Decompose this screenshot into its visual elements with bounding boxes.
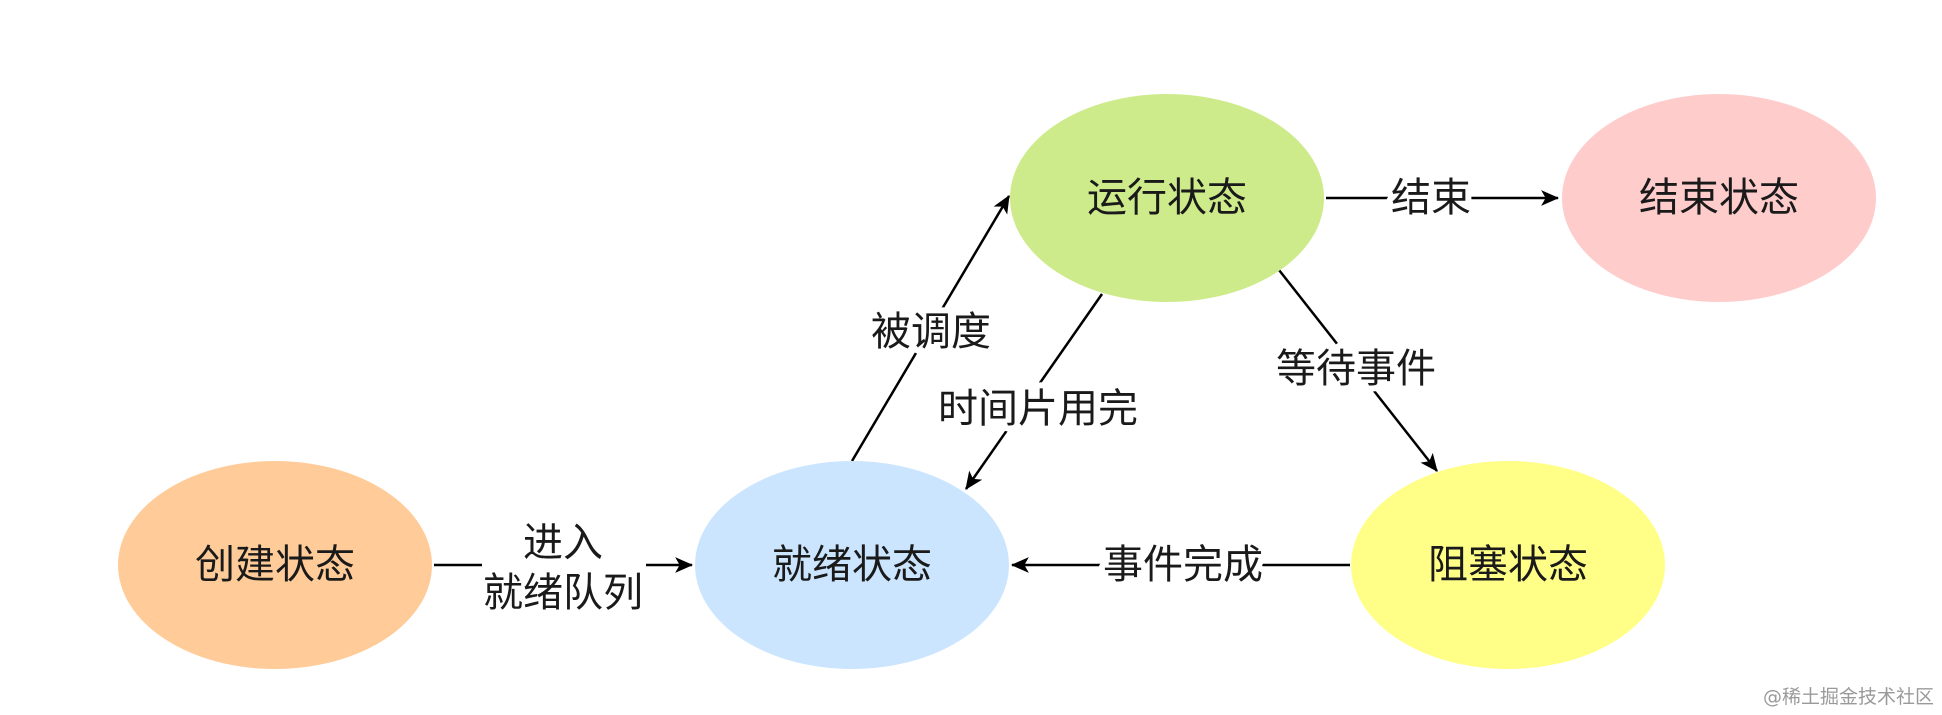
node-created-label: 创建状态: [195, 542, 355, 588]
node-running-shape: [1010, 94, 1324, 302]
node-terminated-label: 结束状态: [1639, 175, 1799, 221]
node-terminated-shape: [1562, 94, 1876, 302]
edge-created-to-ready-label-line2: 就绪队列: [483, 570, 643, 616]
watermark: @稀土掘金技术社区: [1763, 686, 1934, 708]
node-blocked: 阻塞状态: [1351, 461, 1665, 669]
edge-ready-to-running-label: 被调度: [871, 309, 991, 355]
edge-running-to-terminated-label: 结束: [1391, 175, 1471, 221]
edge-ready-to-running: [850, 195, 1011, 462]
edge-running-to-blocked-label: 等待事件: [1276, 346, 1436, 392]
node-running-label: 运行状态: [1087, 175, 1247, 221]
node-terminated: 结束状态: [1562, 94, 1876, 302]
node-running: 运行状态: [1010, 94, 1324, 302]
node-blocked-label: 阻塞状态: [1428, 542, 1588, 588]
edge-created-to-ready-label-line1: 进入: [523, 520, 603, 566]
edge-running-to-ready: [964, 293, 1104, 490]
node-created: 创建状态: [118, 461, 432, 669]
node-blocked-shape: [1351, 461, 1665, 669]
node-created-shape: [118, 461, 432, 669]
edge-running-to-blocked: [1278, 269, 1438, 472]
edge-running-to-ready-label: 时间片用完: [938, 386, 1138, 432]
node-ready: 就绪状态: [695, 461, 1009, 669]
node-ready-label: 就绪状态: [772, 542, 932, 588]
node-ready-shape: [695, 461, 1009, 669]
edge-created-to-ready-label-background: [482, 518, 646, 616]
edge-blocked-to-ready-label: 事件完成: [1103, 542, 1263, 588]
